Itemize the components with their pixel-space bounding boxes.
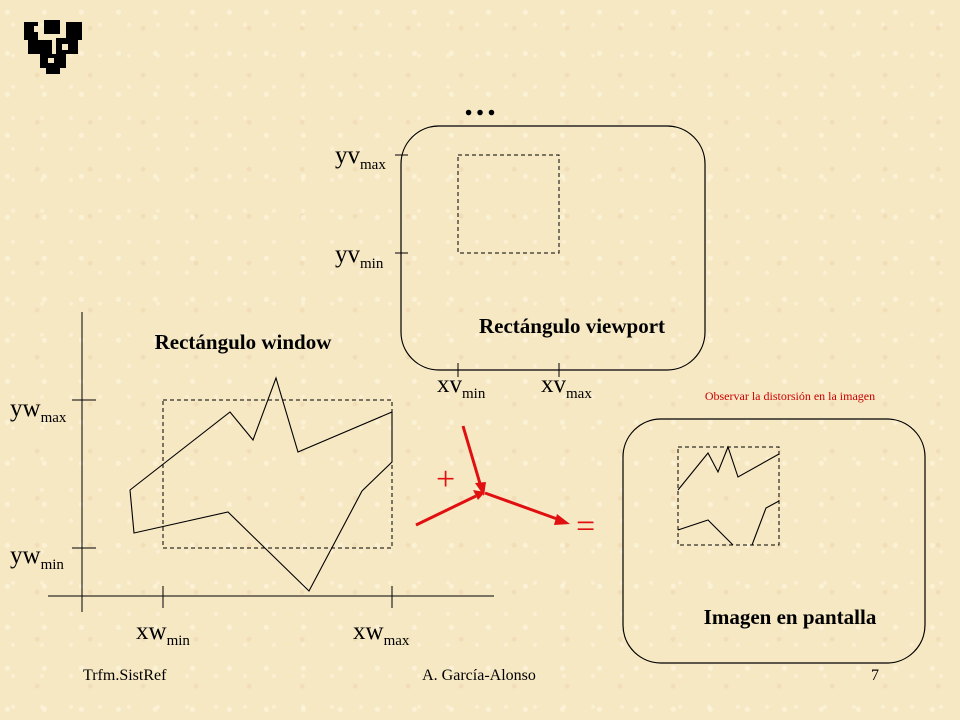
equals-operator: = — [576, 508, 595, 545]
xv-min-label: xvmin — [437, 371, 486, 402]
screen-title: Imagen en pantalla — [704, 605, 877, 629]
arrow-from-window — [415, 494, 477, 527]
footer-author: A. García-Alonso — [422, 667, 536, 684]
university-logo-icon — [24, 20, 82, 74]
xv-max-label: xvmax — [541, 371, 592, 402]
viewport-frame — [400, 125, 706, 371]
arrow-to-screen-head — [554, 514, 570, 525]
window-group: Rectángulo window ywmax ywmin xwmin xwma… — [10, 312, 494, 649]
screen-polygon-upper — [677, 445, 780, 491]
ellipsis: … — [463, 86, 497, 123]
arrow-to-screen — [484, 491, 561, 522]
screen-polygon-lower — [677, 519, 734, 546]
viewport-rectangle — [457, 154, 560, 254]
arrow-from-viewport — [461, 425, 483, 488]
screen-group: Observar la distorsión en la imagen Imag… — [622, 389, 926, 664]
arrow-from-window-head — [473, 490, 485, 500]
window-rectangle — [162, 399, 393, 549]
screen-frame — [622, 418, 926, 664]
xw-max-label: xwmax — [353, 618, 410, 649]
window-polygon — [129, 376, 393, 592]
yw-min-label: ywmin — [10, 542, 64, 573]
footer-course: Trfm.SistRef — [83, 667, 167, 684]
yv-max-label: yvmax — [335, 142, 386, 173]
screen-polygon-right — [751, 500, 780, 546]
plus-operator: + — [436, 461, 455, 498]
page-number: 7 — [871, 667, 879, 684]
yv-min-label: yvmin — [335, 241, 384, 272]
xw-min-label: xwmin — [136, 618, 190, 649]
combination-arrows — [415, 425, 570, 527]
viewport-title: Rectángulo viewport — [479, 314, 665, 338]
screen-viewport-rectangle — [677, 446, 780, 546]
viewport-group: … yvmax yvmin xvmin xvmax Rectángulo vie… — [335, 86, 706, 402]
window-title: Rectángulo window — [155, 330, 333, 354]
distortion-note: Observar la distorsión en la imagen — [705, 389, 875, 403]
yw-max-label: ywmax — [10, 395, 67, 426]
